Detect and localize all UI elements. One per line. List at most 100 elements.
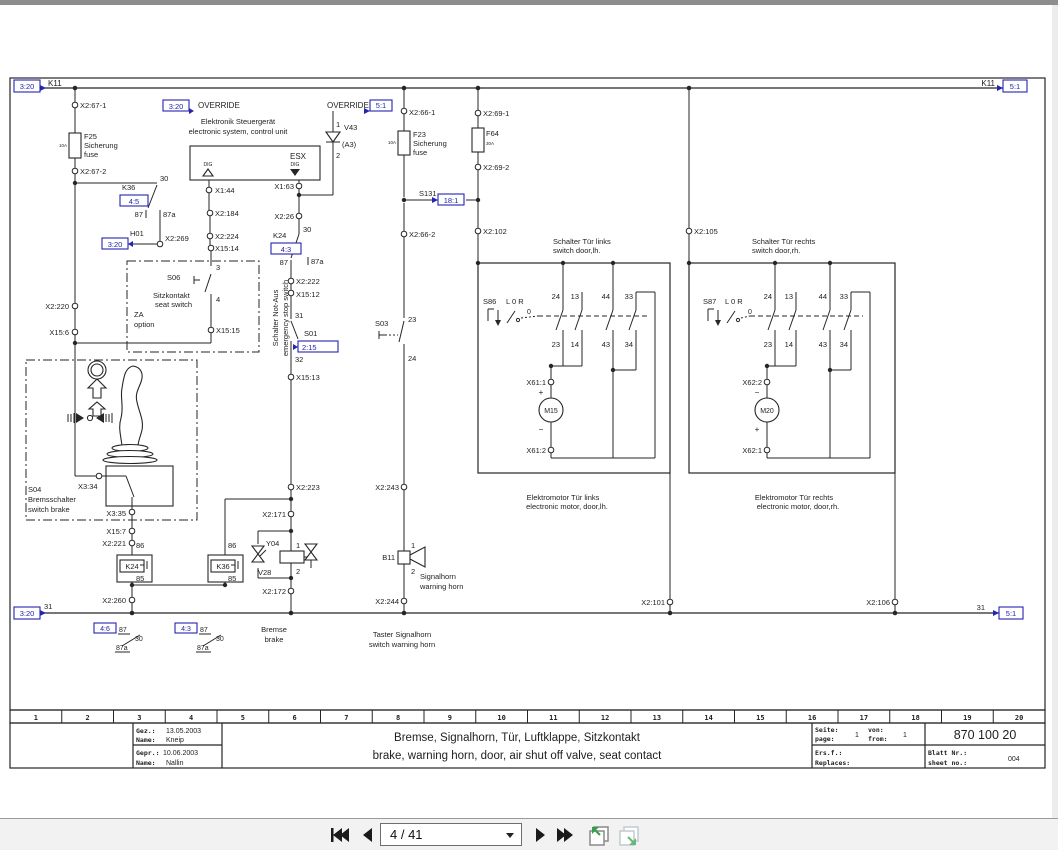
link-ref: 2:15 [302, 343, 317, 352]
caption-en: brake [265, 635, 284, 644]
fuse-rating: 10A [388, 140, 396, 145]
motor-label: M20 [760, 408, 774, 415]
ruler-cell: 10 [497, 714, 505, 722]
component-label: S01 [304, 329, 317, 338]
vertical-caption-de: Schalter Not-Aus [271, 289, 280, 346]
ruler-cell: 3 [137, 714, 141, 722]
component-label: V28 [258, 568, 271, 577]
caption-de: Elektromotor Tür rechts [755, 493, 833, 502]
rail-label-k11-left: K11 [48, 79, 62, 88]
ruler-cell: 16 [808, 714, 816, 722]
page-number-combobox[interactable]: 4 / 41 [380, 823, 522, 846]
caption-en: electronic motor, door,rh. [757, 502, 840, 511]
component-label: S87 [703, 297, 716, 306]
connector-label: X15:15 [216, 326, 240, 335]
terminal-label: 23 [764, 340, 772, 349]
ruler-cell: 12 [601, 714, 609, 722]
connector-label: X2:220 [45, 302, 69, 311]
caption-en: switch door,lh. [553, 246, 601, 255]
caption-en: switch door,rh. [752, 246, 800, 255]
connector-label: X15:7 [106, 527, 126, 536]
last-page-button[interactable] [554, 824, 578, 846]
component-label: fuse [413, 148, 427, 157]
terminal-label: 30 [160, 174, 168, 183]
connector-label: X15:14 [215, 244, 239, 253]
diagram-labels: 3:20 K11 K11 5:1 X2:67-1 10A F25 Sicheru… [20, 79, 1021, 652]
terminal-label: 30 [216, 636, 224, 643]
terminal-label: 23 [552, 340, 560, 349]
caption-en: warning horn [419, 582, 463, 591]
previous-page-icon [363, 828, 372, 842]
next-page-button[interactable] [528, 824, 552, 846]
component-label: K24 [125, 562, 138, 571]
component-label: V43 [344, 123, 357, 132]
rail-label-k11-right: K11 [981, 79, 995, 88]
caption: ZA [134, 310, 144, 319]
relay-coil-k36 [207, 554, 244, 583]
terminal-label: 44 [819, 292, 827, 301]
motor-m20 [754, 397, 780, 423]
terminal-label: 85 [136, 574, 144, 583]
ruler-cell: 18 [911, 714, 919, 722]
position-labels: L 0 R [725, 297, 743, 306]
horn-b11 [397, 546, 426, 568]
caption-en: electronic motor, door,lh. [526, 502, 608, 511]
connector-label: X2:69-2 [483, 163, 509, 172]
component-label: (A3) [342, 140, 357, 149]
connector-label: X2:171 [262, 510, 286, 519]
connector-label: X62:1 [742, 446, 762, 455]
vertical-caption-en: emergency stop switch [281, 280, 290, 356]
ruler-cell: 11 [549, 714, 557, 722]
previous-page-button[interactable] [356, 824, 380, 846]
polarity-label: − [755, 388, 760, 397]
connector-label: X1:63 [274, 182, 294, 191]
connector-label: X2:222 [296, 277, 320, 286]
rail-label-31-left: 31 [44, 602, 52, 611]
connector-label: X2:223 [296, 483, 320, 492]
combo-dropdown-icon[interactable] [506, 833, 514, 838]
name-label: Name: [136, 759, 156, 767]
component-label: Sicherung [413, 139, 447, 148]
polarity-label: − [539, 425, 544, 434]
terminal-label: 2 [411, 567, 415, 576]
ecu-caption-en: electronic system, control unit [189, 127, 289, 136]
ruler-cell: 8 [396, 714, 400, 722]
from-label: from: [868, 735, 888, 743]
drawn-date: 13.05.2003 [166, 728, 201, 735]
ruler-cell: 7 [344, 714, 348, 722]
link-ref: 18:1 [444, 196, 459, 205]
door-switch-box-left [477, 262, 671, 474]
terminal-label: 44 [602, 292, 610, 301]
replaces-label: Replaces: [815, 759, 850, 767]
fuse-rating: 10A [59, 143, 67, 148]
terminal-label: 1 [411, 541, 415, 550]
next-view-button[interactable] [616, 824, 642, 846]
name-label: Name: [136, 736, 156, 744]
caption-en: switch warning horn [369, 640, 435, 649]
connector-label: X2:260 [102, 596, 126, 605]
connector-label: X2:224 [215, 232, 239, 241]
seat-switch-option-box [126, 260, 260, 353]
blatt-label: Blatt Nr.: [928, 749, 967, 757]
terminal-label: 32 [295, 355, 303, 364]
diode-v43 [324, 131, 342, 143]
terminal-label: 34 [840, 340, 848, 349]
ruler-cell: 15 [756, 714, 764, 722]
fuse-f25 [68, 132, 82, 159]
component-label: K36 [216, 562, 229, 571]
component-label: S06 [167, 273, 180, 282]
sheet-title-en: brake, warning horn, door, air shut off … [373, 750, 663, 762]
components [25, 127, 896, 583]
first-page-button[interactable] [328, 824, 352, 846]
checked-name: Nallin [166, 760, 184, 767]
ruler-cell: 6 [292, 714, 296, 722]
connector-label: X2:244 [375, 597, 399, 606]
previous-view-button[interactable] [586, 824, 612, 846]
esx-input-symbol [290, 169, 300, 176]
polarity-label: + [755, 425, 760, 434]
connector-label: X15:12 [296, 290, 320, 299]
relay-coil-k24 [116, 554, 153, 583]
caption-de: Sitzkontakt [153, 291, 191, 300]
terminal-label: 13 [785, 292, 793, 301]
component-label: Y04 [266, 539, 279, 548]
